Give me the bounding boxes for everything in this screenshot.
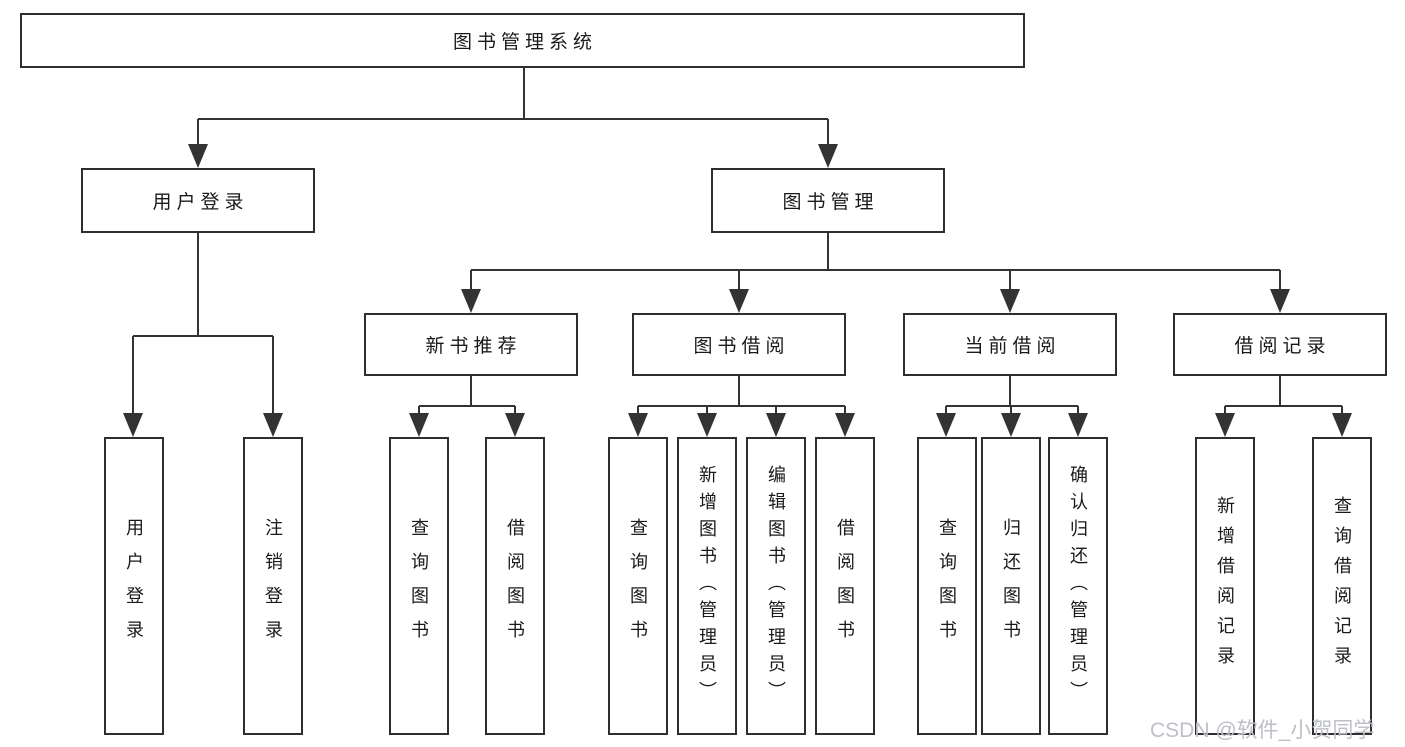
node-borrow-books-recommend: 借阅图书 bbox=[485, 437, 545, 735]
arrowheads bbox=[123, 144, 1352, 437]
node-user-login-leaf: 用户登录 bbox=[104, 437, 164, 735]
node-new-book-recommend: 新书推荐 bbox=[364, 313, 578, 376]
node-edit-book-admin: 编辑图书（管理员） bbox=[746, 437, 806, 735]
node-label: 注销登录 bbox=[263, 518, 283, 654]
csdn-watermark: CSDN @软件_小贺同学 bbox=[1150, 719, 1375, 742]
node-add-book-admin: 新增图书（管理员） bbox=[677, 437, 737, 735]
node-query-borrow-record: 查询借阅记录 bbox=[1312, 437, 1372, 735]
node-query-books-current: 查询图书 bbox=[917, 437, 977, 735]
node-borrow-records: 借阅记录 bbox=[1173, 313, 1387, 376]
node-label: 借阅图书 bbox=[835, 518, 855, 654]
node-label: 借阅图书 bbox=[505, 518, 525, 654]
node-current-borrowing: 当前借阅 bbox=[903, 313, 1117, 376]
node-label: 新增图书（管理员） bbox=[697, 464, 717, 708]
node-user-login-branch: 用户登录 bbox=[81, 168, 315, 233]
node-label: 确认归还（管理员） bbox=[1068, 464, 1088, 708]
node-borrow-books-borrowing: 借阅图书 bbox=[815, 437, 875, 735]
node-label: 归还图书 bbox=[1001, 518, 1021, 654]
node-label: 编辑图书（管理员） bbox=[766, 464, 786, 708]
node-label: 查询图书 bbox=[628, 518, 648, 654]
node-label: 查询图书 bbox=[409, 518, 429, 654]
node-library-management-system: 图书管理系统 bbox=[20, 13, 1025, 68]
connector-root-to-level2 bbox=[132, 68, 1343, 419]
node-query-books-borrowing: 查询图书 bbox=[608, 437, 668, 735]
node-book-borrowing: 图书借阅 bbox=[632, 313, 846, 376]
node-label: 用户登录 bbox=[124, 518, 144, 654]
node-add-borrow-record: 新增借阅记录 bbox=[1195, 437, 1255, 735]
node-confirm-return-admin: 确认归还（管理员） bbox=[1048, 437, 1108, 735]
node-query-books-recommend: 查询图书 bbox=[389, 437, 449, 735]
node-book-management-branch: 图书管理 bbox=[711, 168, 945, 233]
node-return-book: 归还图书 bbox=[981, 437, 1041, 735]
node-label: 新增借阅记录 bbox=[1215, 496, 1235, 676]
node-logout-login-leaf: 注销登录 bbox=[243, 437, 303, 735]
node-label: 查询图书 bbox=[937, 518, 957, 654]
node-label: 查询借阅记录 bbox=[1332, 496, 1352, 676]
